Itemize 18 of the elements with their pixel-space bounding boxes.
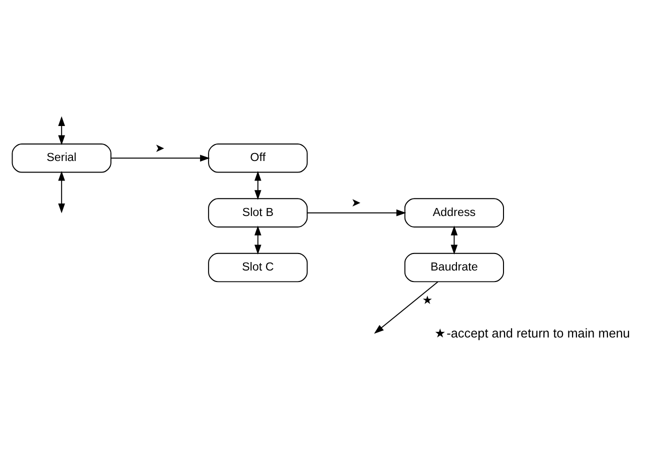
node-box: Slot B xyxy=(208,198,308,227)
node-box: Off xyxy=(208,143,308,172)
arrow xyxy=(110,154,210,162)
arrow xyxy=(58,116,66,145)
label: ★-accept and return to main menu xyxy=(434,326,630,340)
edge-label: ➤ xyxy=(154,140,165,154)
node-box: Baudrate xyxy=(404,252,504,282)
arrow xyxy=(450,225,458,254)
node-box: Address xyxy=(404,198,504,227)
arrow xyxy=(58,170,66,213)
arrow xyxy=(254,170,262,200)
node-box: Serial xyxy=(12,143,112,172)
arrow xyxy=(254,225,262,254)
arrow xyxy=(374,280,438,334)
edge-label: ★ xyxy=(422,292,433,306)
edge-label: ➤ xyxy=(351,195,361,210)
arrow xyxy=(306,208,406,216)
node-box: Slot C xyxy=(208,252,308,282)
